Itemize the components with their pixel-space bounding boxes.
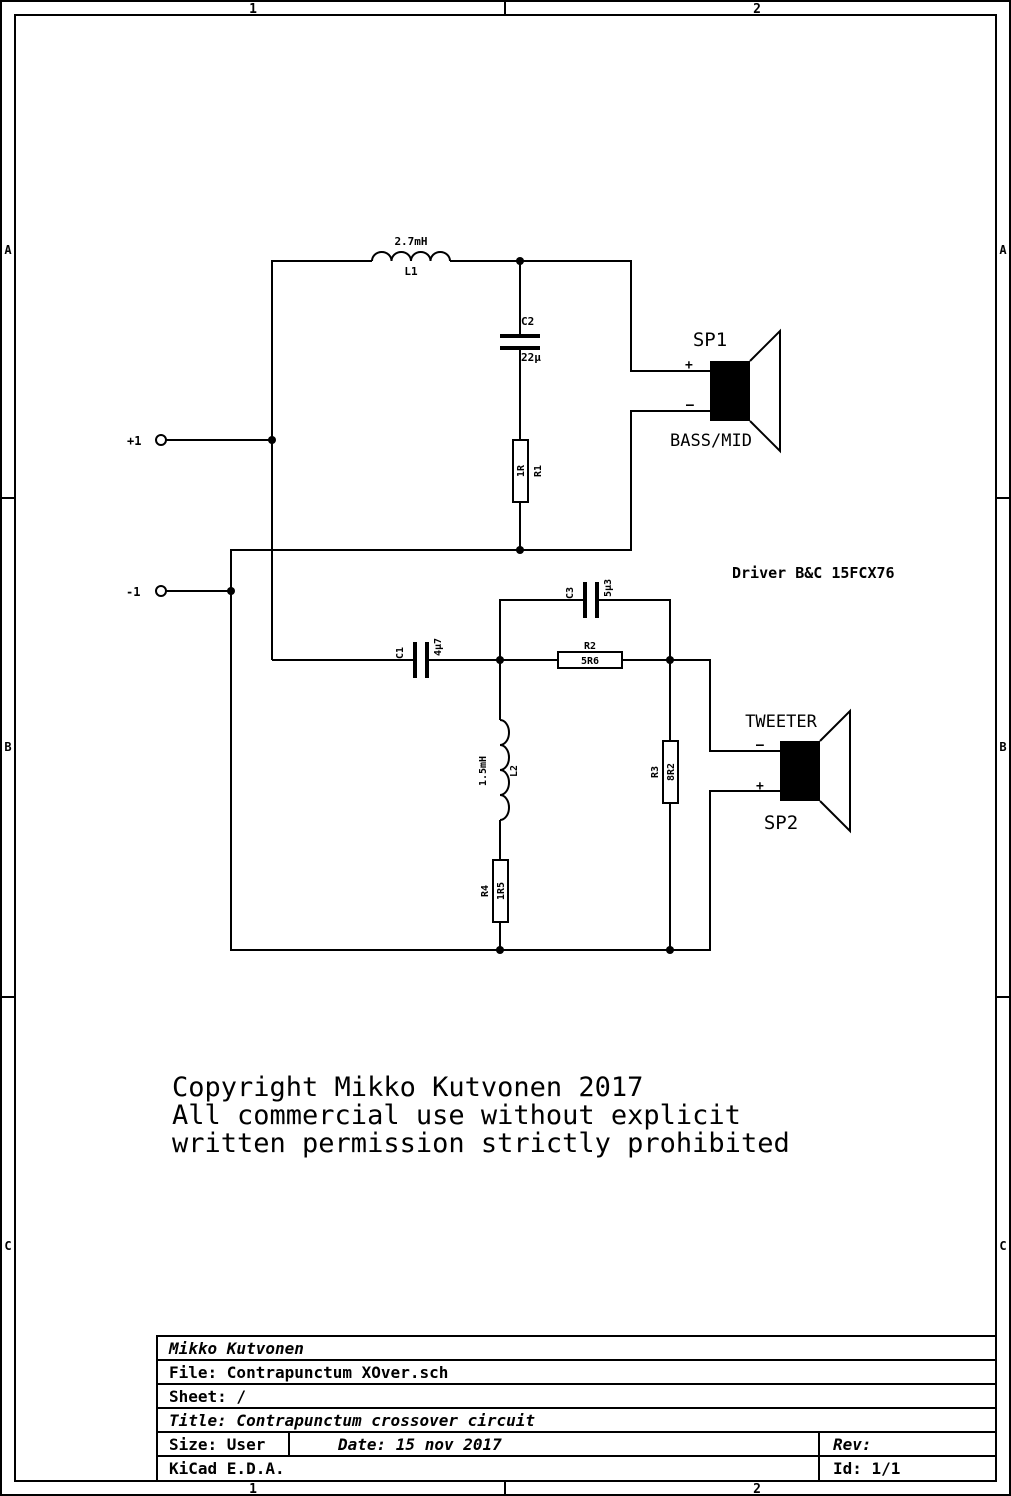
frame-row-c-left: C [4, 1239, 11, 1253]
l1-ref: L1 [404, 265, 418, 278]
capacitor-c1: C1 4µ7 [395, 638, 444, 678]
r3-ref: R3 [650, 766, 661, 778]
c2-ref: C2 [521, 315, 534, 328]
c2-value: 22µ [521, 351, 541, 364]
port-neg-label: -1 [126, 585, 140, 599]
title-block-company: Mikko Kutvonen [168, 1339, 304, 1358]
frame-col-2-top: 2 [753, 2, 761, 17]
sp1-plus: + [685, 358, 693, 373]
r3-value: 8R2 [666, 763, 677, 781]
r4-value: 1R5 [496, 882, 507, 900]
c3-value: 5µ3 [603, 579, 614, 597]
inductor-l2: 1.5mH L2 [478, 719, 520, 821]
title-block-date: Date: 15 nov 2017 [337, 1435, 502, 1454]
title-block-size: Size: User [169, 1435, 265, 1454]
frame-row-b-right: B [999, 740, 1006, 754]
sp2-value: TWEETER [745, 712, 817, 732]
frame-col-1-top: 1 [249, 2, 257, 17]
speaker-sp2: TWEETER SP2 – + [745, 708, 851, 834]
title-block-id: Id: 1/1 [833, 1459, 900, 1478]
resistor-r2: R2 5R6 [557, 641, 623, 669]
sp2-minus: – [756, 738, 764, 753]
sp2-ref: SP2 [764, 812, 798, 834]
driver-note: Driver B&C 15FCX76 [732, 564, 895, 582]
r1-value: 1R [516, 464, 527, 477]
c1-value: 4µ7 [433, 638, 444, 656]
l2-value: 1.5mH [478, 756, 489, 786]
copyright-line-3: written permission strictly prohibited [172, 1128, 790, 1159]
title-block-title: Title: Contrapunctum crossover circuit [169, 1411, 535, 1430]
frame-row-b-left: B [4, 740, 11, 754]
frame-col-1-bottom: 1 [249, 1482, 257, 1496]
title-block-tool: KiCad E.D.A. [169, 1459, 285, 1478]
resistor-r4: R4 1R5 [480, 859, 509, 923]
inductor-l1: 2.7mH L1 [371, 235, 451, 278]
speaker-sp1: SP1 BASS/MID + – [670, 328, 781, 454]
capacitor-c2: C2 22µ [500, 315, 541, 364]
port-neg: -1 [126, 585, 167, 599]
r4-ref: R4 [480, 885, 491, 897]
title-block-rev: Rev: [833, 1435, 872, 1454]
junctions [227, 257, 674, 954]
frame-row-a-left: A [4, 243, 12, 257]
r2-ref: R2 [584, 641, 596, 652]
frame-row-c-right: C [999, 1239, 1006, 1253]
port-pos: +1 [127, 434, 167, 448]
wires [166, 260, 780, 951]
title-block-file: File: Contrapunctum XOver.sch [169, 1363, 448, 1382]
c1-ref: C1 [395, 647, 406, 659]
frame-col-2-bottom: 2 [753, 1482, 761, 1496]
capacitor-c3: C3 5µ3 [565, 579, 614, 618]
copyright-note: Copyright Mikko Kutvonen 2017 All commer… [172, 1072, 790, 1159]
sp1-value: BASS/MID [670, 431, 752, 451]
title-block-sheet: Sheet: / [169, 1387, 246, 1406]
copyright-line-2: All commercial use without explicit [172, 1100, 741, 1131]
r2-value: 5R6 [581, 656, 599, 667]
resistor-r1: 1R R1 [512, 439, 544, 503]
l2-ref: L2 [509, 765, 520, 777]
port-pos-label: +1 [127, 434, 141, 448]
resistor-r3: R3 8R2 [650, 740, 679, 804]
r1-ref: R1 [533, 465, 544, 477]
sp1-minus: – [686, 398, 694, 413]
frame-row-a-right: A [999, 243, 1007, 257]
c3-ref: C3 [565, 587, 576, 599]
copyright-line-1: Copyright Mikko Kutvonen 2017 [172, 1072, 643, 1103]
l1-value: 2.7mH [394, 235, 427, 248]
sp1-ref: SP1 [693, 329, 727, 351]
sp2-plus: + [756, 779, 764, 794]
title-block: Mikko Kutvonen File: Contrapunctum XOver… [156, 1335, 997, 1482]
